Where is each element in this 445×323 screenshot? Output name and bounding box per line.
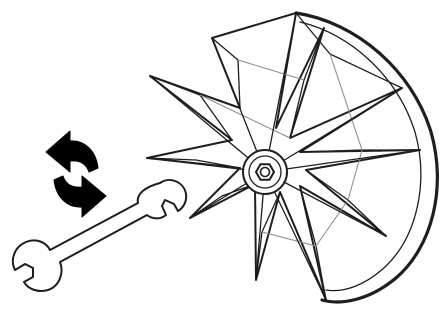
fan-blades-outline [146,12,421,301]
rotate-arrows-icon [45,130,107,218]
fan-wheel [146,11,439,304]
fan-rear-rim-inner [299,21,422,292]
hex-nut-icon [254,163,276,181]
wrench-icon [11,179,188,292]
fan-rear-rim [294,11,439,304]
